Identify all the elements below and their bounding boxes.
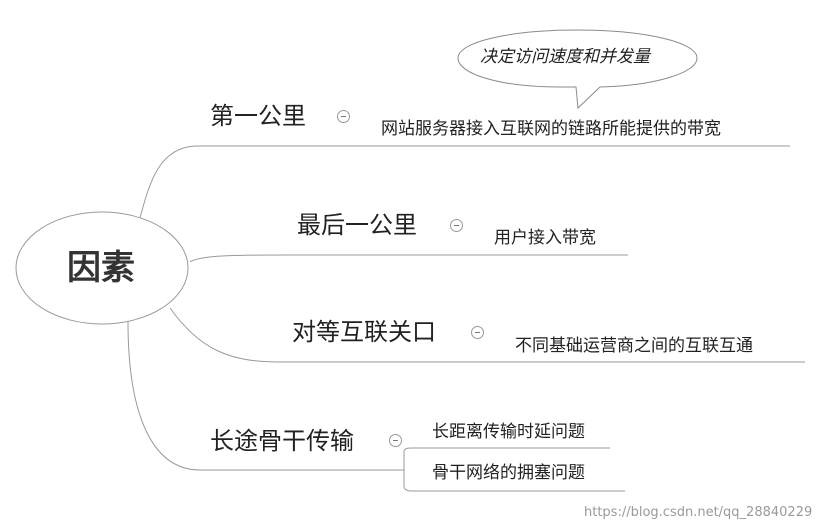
connector-branch-2 [189,254,628,263]
branch-4-detail-2: 骨干网络的拥塞问题 [432,463,585,483]
callout-text: 决定访问速度和并发量 [480,47,650,67]
branch-2-label[interactable]: 最后一公里 [297,211,417,239]
branch-3-collapse-icon[interactable] [471,326,484,339]
connector-branch-4-details [403,447,625,492]
branch-4-collapse-icon[interactable] [389,434,402,447]
branch-2-collapse-icon[interactable] [450,219,463,232]
branch-3-detail-1: 不同基础运营商之间的互联互通 [515,336,753,356]
branch-2-detail-1: 用户接入带宽 [494,228,596,248]
connector-branch-4 [127,321,404,471]
branch-1-collapse-icon[interactable] [337,110,350,123]
root-node-ellipse [15,211,189,325]
callout-bubble [457,29,698,110]
branch-3-label[interactable]: 对等互联关口 [292,318,436,346]
branch-1-detail-1: 网站服务器接入互联网的链路所能提供的带宽 [381,119,721,139]
connector-branch-3 [169,307,805,363]
root-node-label: 因素 [67,248,135,288]
connector-branch-1 [139,145,790,219]
branch-4-label[interactable]: 长途骨干传输 [210,427,354,455]
branch-1-label[interactable]: 第一公里 [210,102,306,130]
watermark-text: https://blog.csdn.net/qq_28840229 [584,505,813,520]
branch-4-detail-1: 长距离传输时延问题 [432,422,585,442]
